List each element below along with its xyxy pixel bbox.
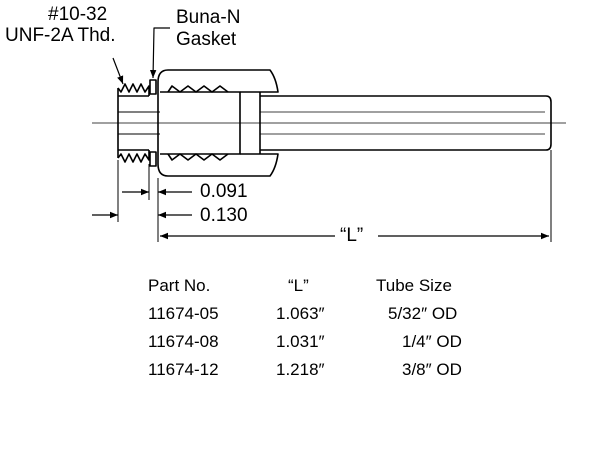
table-row: 11674-08 1.031″ 1/4″ OD	[148, 328, 522, 356]
dim-0130-label: 0.130	[200, 205, 248, 226]
gasket-label-line2: Gasket	[176, 29, 237, 50]
thread-label-line2: UNF-2A Thd.	[5, 25, 116, 46]
dim-0091-label: 0.091	[200, 181, 248, 202]
cell-part-no: 11674-05	[148, 304, 219, 323]
header-length: “L”	[288, 276, 309, 295]
table-row: 11674-05 1.063″ 5/32″ OD	[148, 300, 522, 328]
cell-tube-size: 3/8″ OD	[402, 360, 462, 379]
dim-l-label: “L”	[340, 225, 364, 246]
gasket-leader	[149, 27, 170, 79]
cell-part-no: 11674-12	[148, 360, 219, 379]
cell-length: 1.218″	[276, 360, 325, 379]
cell-part-no: 11674-08	[148, 332, 219, 351]
header-tube-size: Tube Size	[376, 276, 452, 295]
cell-tube-size: 1/4″ OD	[402, 332, 462, 351]
cell-length: 1.031″	[276, 332, 325, 351]
cell-length: 1.063″	[276, 304, 325, 323]
nut-body	[157, 69, 279, 177]
parts-table: Part No. “L” Tube Size 11674-05 1.063″ 5…	[148, 272, 522, 384]
thread-label-line1: #10-32	[48, 4, 108, 25]
table-header-row: Part No. “L” Tube Size	[148, 272, 522, 300]
thread-leader	[112, 57, 124, 85]
table-row: 11674-12 1.218″ 3/8″ OD	[148, 356, 522, 384]
gasket-label-line1: Buna-N	[176, 7, 241, 28]
gasket	[149, 79, 157, 167]
header-part-no: Part No.	[148, 276, 211, 295]
cell-tube-size: 5/32″ OD	[388, 304, 458, 323]
tube	[260, 95, 552, 151]
threaded-end	[117, 83, 160, 163]
